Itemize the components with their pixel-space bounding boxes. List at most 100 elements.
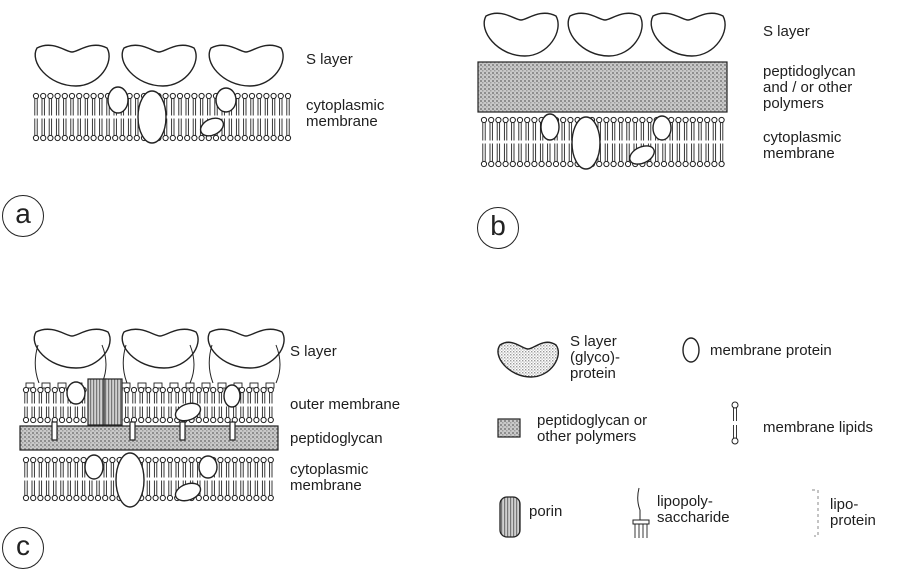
lipid-head <box>192 135 197 140</box>
lipid-head <box>134 93 139 98</box>
lipid-head <box>23 417 28 422</box>
lipid-head <box>705 161 710 166</box>
lipid-head <box>268 495 273 500</box>
lipid-head <box>74 417 79 422</box>
lipid-head <box>525 117 530 122</box>
lipid-head <box>41 93 46 98</box>
lipid-head <box>257 135 262 140</box>
porin <box>104 379 122 425</box>
label-b-peptidoglycan: peptidoglycan and / or other polymers <box>763 64 856 112</box>
membrane-protein <box>116 453 144 507</box>
membrane-protein <box>138 91 166 143</box>
lipid-head <box>139 387 144 392</box>
s-layer-subunit <box>122 45 196 86</box>
lipid-head <box>23 387 28 392</box>
lipid-head <box>489 161 494 166</box>
lipid-head <box>167 417 172 422</box>
lipid-head <box>127 135 132 140</box>
lipid-head <box>88 495 93 500</box>
lipid-head <box>254 417 259 422</box>
lipid-head <box>81 417 86 422</box>
lipid-head <box>532 117 537 122</box>
lipid-head <box>261 495 266 500</box>
lipid-head <box>213 135 218 140</box>
lipid-head <box>503 161 508 166</box>
peptidoglycan-layer <box>20 426 278 450</box>
lipid-head <box>496 117 501 122</box>
lipid-head <box>192 93 197 98</box>
lipid-head <box>604 161 609 166</box>
lipid-head <box>98 93 103 98</box>
label-b-s-layer: S layer <box>763 24 810 40</box>
lipid-head <box>196 387 201 392</box>
lipid-head <box>67 495 72 500</box>
lipid-head <box>247 417 252 422</box>
lipid-head <box>285 93 290 98</box>
lipid-head <box>41 135 46 140</box>
lipid-head <box>48 93 53 98</box>
membrane-protein-symbol <box>683 338 699 362</box>
lipid-head <box>177 93 182 98</box>
lipid-head <box>264 93 269 98</box>
lipid-head <box>153 457 158 462</box>
lipid-head <box>489 117 494 122</box>
lipid-head <box>124 417 129 422</box>
lipid-head <box>510 117 515 122</box>
s-layer-subunit <box>651 13 725 56</box>
lipid-head <box>247 457 252 462</box>
lipid-head <box>160 417 165 422</box>
s-layer-subunit <box>35 45 109 86</box>
lipid-head <box>232 457 237 462</box>
lipid-head <box>160 387 165 392</box>
membrane-protein <box>224 385 240 407</box>
porin-symbol <box>500 497 520 537</box>
lipid-head <box>177 135 182 140</box>
lipid-head <box>74 495 79 500</box>
lipid-head <box>481 117 486 122</box>
lipid-head <box>170 135 175 140</box>
legend-porin-label: porin <box>529 504 562 520</box>
cytoplasmic-membrane-bilayer <box>23 457 273 500</box>
lipid-head <box>48 135 53 140</box>
membrane-protein <box>85 455 103 479</box>
lipid-head <box>134 135 139 140</box>
lipid-head <box>196 417 201 422</box>
membrane-protein <box>199 456 217 478</box>
lipid-head <box>167 457 172 462</box>
lipid-head <box>74 457 79 462</box>
lipid-head <box>228 135 233 140</box>
lipid-head <box>62 135 67 140</box>
lipid-head <box>211 387 216 392</box>
lipid-head <box>163 93 168 98</box>
lipid-head <box>67 457 72 462</box>
lipid-head <box>113 135 118 140</box>
lipoprotein <box>180 422 185 440</box>
label-c-cytoplasmic-membrane: cytoplasmic membrane <box>290 462 368 494</box>
lipid-head <box>546 161 551 166</box>
panel-b-diagram <box>478 13 727 169</box>
lipopolysaccharide-symbol <box>633 488 649 538</box>
lipid-head <box>690 117 695 122</box>
lipid-head <box>23 457 28 462</box>
lipid-head <box>189 457 194 462</box>
lipid-head <box>124 387 129 392</box>
lipid-head <box>481 161 486 166</box>
lipid-head <box>503 117 508 122</box>
s-layer-subunit <box>568 13 642 56</box>
lipoprotein <box>230 422 235 440</box>
lipid-head <box>254 387 259 392</box>
lipid-head <box>218 457 223 462</box>
lipid-head <box>239 417 244 422</box>
lipid-head <box>189 387 194 392</box>
lipid-head <box>153 387 158 392</box>
lipid-head <box>170 93 175 98</box>
lipid-head <box>285 135 290 140</box>
lipid-head <box>242 93 247 98</box>
membrane-protein <box>67 382 85 404</box>
lipid-head <box>182 387 187 392</box>
lipid-head <box>84 135 89 140</box>
lipid-head <box>175 457 180 462</box>
label-a-cytoplasmic-membrane: cytoplasmic membrane <box>306 98 384 130</box>
lipid-head <box>618 117 623 122</box>
lipid-head <box>719 161 724 166</box>
